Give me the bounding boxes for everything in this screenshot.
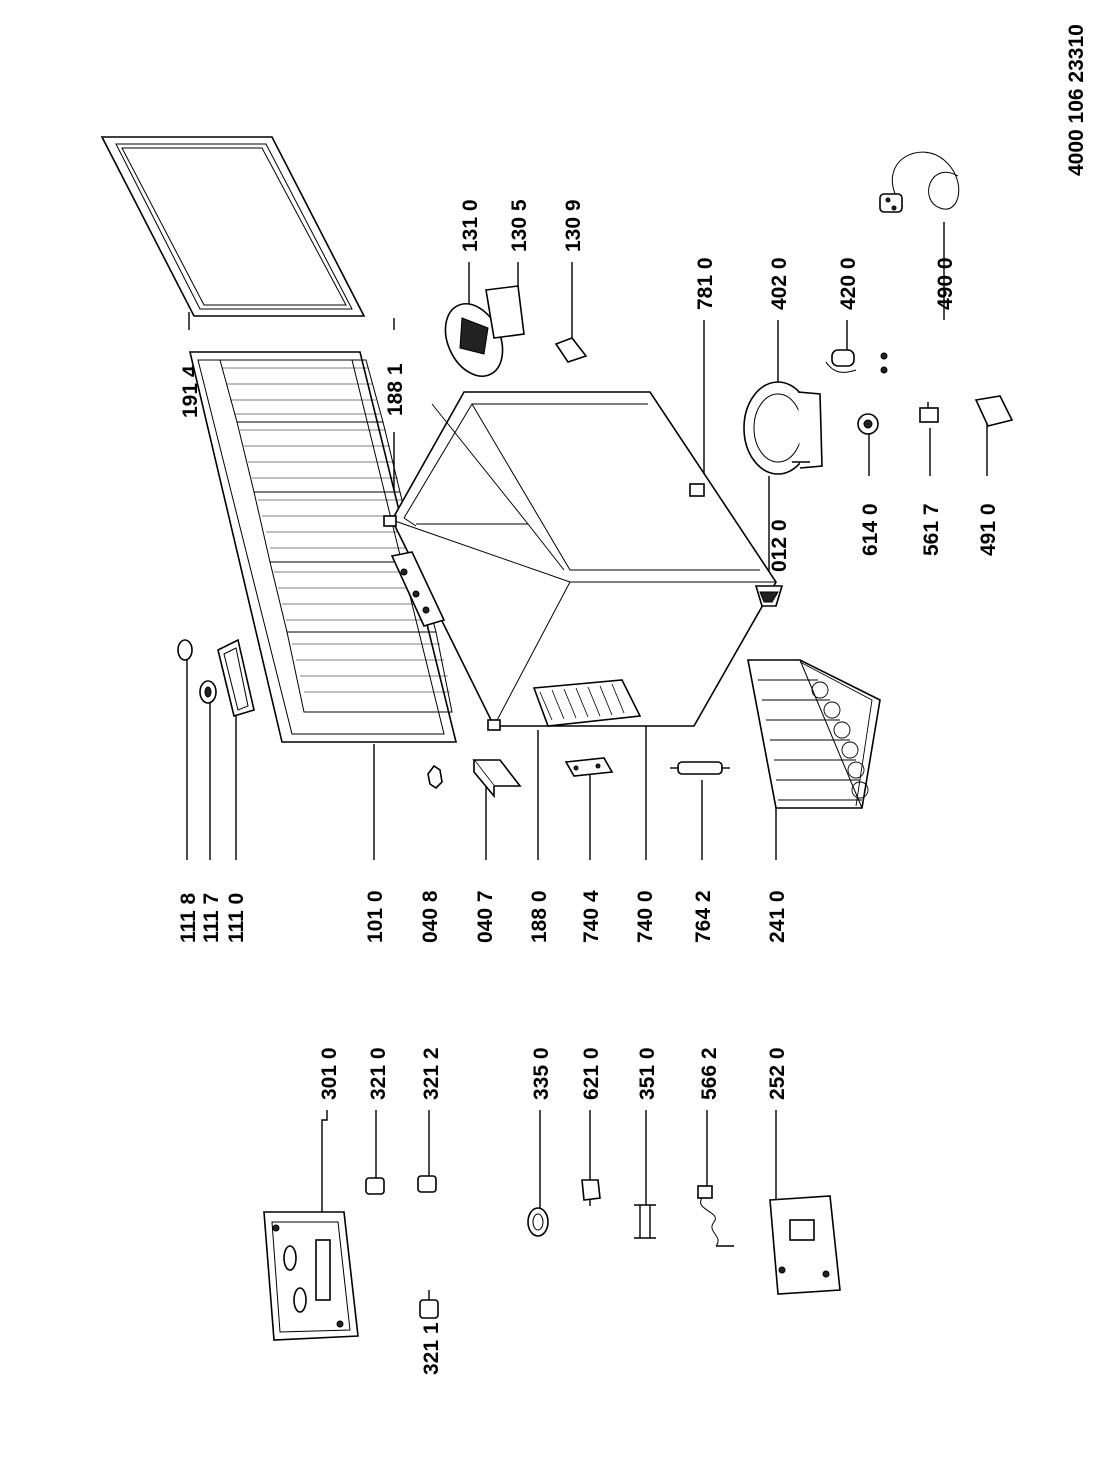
thermostat-part [769, 1195, 841, 1295]
lid-grid-pattern [222, 367, 450, 693]
label-040-8: 040 8 [419, 890, 442, 943]
label-764-2: 764 2 [692, 890, 715, 943]
basket-part [747, 659, 881, 809]
power-cord-part [879, 151, 960, 213]
label-321-1: 321 1 [420, 1322, 443, 1375]
label-040-7: 040 7 [474, 890, 497, 943]
label-111-0: 111 0 [225, 893, 248, 943]
connector-part [634, 1204, 656, 1239]
label-188-1: 188 1 [384, 363, 407, 416]
label-740-4: 740 4 [580, 890, 603, 943]
label-130-9: 130 9 [562, 199, 585, 252]
label-131-0: 131 0 [459, 199, 482, 252]
label-566-2: 566 2 [698, 1047, 721, 1100]
label-252-0: 252 0 [766, 1047, 789, 1100]
label-group-controls: 301 0 321 0 321 2 335 0 621 0 351 0 566 … [318, 1047, 789, 1375]
label-130-5: 130 5 [508, 199, 531, 252]
thermostat-knob-part [527, 1207, 549, 1237]
label-781-0: 781 0 [694, 257, 717, 310]
label-301-0: 301 0 [318, 1047, 341, 1100]
clip-part [427, 764, 443, 790]
overload-part [919, 402, 939, 423]
lamp-holder-part [581, 1179, 601, 1206]
label-351-0: 351 0 [636, 1047, 659, 1100]
label-111-7: 111 7 [200, 893, 223, 943]
lid-hinge-parts [177, 638, 255, 718]
knob-parts [365, 1175, 439, 1319]
cabinet-body [383, 391, 784, 731]
label-012-0: 012 0 [768, 519, 791, 572]
label-321-0: 321 0 [367, 1047, 390, 1100]
leaders-control-column [321, 1110, 777, 1318]
compressor-part [743, 381, 823, 475]
fan-assembly-part [444, 285, 588, 377]
label-490-0: 490 0 [934, 257, 957, 310]
control-housing-part [263, 1211, 359, 1341]
condenser-coils [539, 683, 625, 721]
label-621-0: 621 0 [580, 1047, 603, 1100]
filter-drier-part [670, 761, 730, 775]
condenser-clip-part [564, 757, 614, 777]
basket-wires [758, 661, 873, 807]
capacitor-part [825, 349, 888, 374]
label-group-lid: 111 8 111 7 111 0 101 0 040 8 040 7 188 … [177, 890, 789, 943]
label-491-0: 491 0 [977, 503, 1000, 556]
label-740-0: 740 0 [634, 890, 657, 943]
label-420-0: 420 0 [837, 257, 860, 310]
label-111-8: 111 8 [177, 892, 200, 943]
lid-part [188, 351, 458, 743]
label-614-0: 614 0 [859, 503, 882, 556]
label-188-0: 188 0 [528, 890, 551, 943]
label-335-0: 335 0 [530, 1047, 553, 1100]
terminal-cover-part [974, 395, 1014, 427]
gasket-part [100, 136, 366, 317]
label-321-2: 321 2 [420, 1047, 443, 1100]
thermostat-coil-part [697, 1185, 734, 1247]
label-101-0: 101 0 [364, 890, 387, 943]
label-group-right: 191 4 188 1 131 0 130 5 130 9 781 0 402 … [179, 199, 1000, 572]
label-561-7: 561 7 [920, 503, 943, 556]
document-number: 4000 106 23310 [1065, 24, 1088, 176]
bracket-part [472, 759, 522, 799]
label-241-0: 241 0 [766, 890, 789, 943]
leaders-left-column [186, 660, 777, 860]
relay-part [857, 413, 879, 435]
label-402-0: 402 0 [768, 257, 791, 310]
